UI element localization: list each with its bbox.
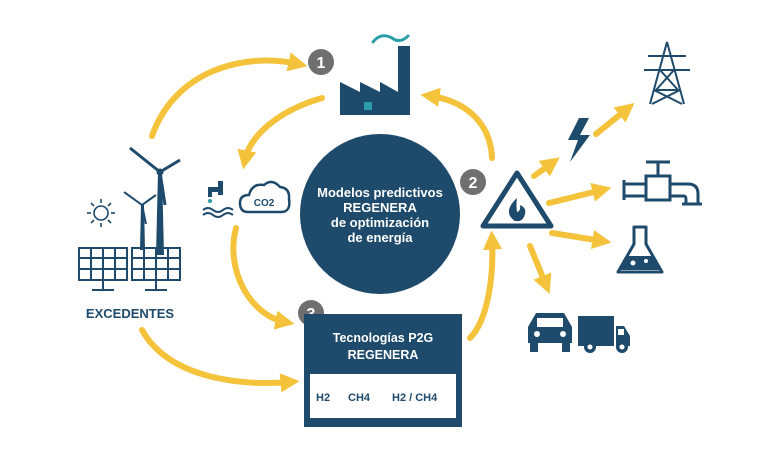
step-badge-1: 1	[308, 49, 334, 75]
p2g-box: Tecnologías P2G REGENERA H2 CH4 H2 / CH4	[304, 314, 462, 427]
car-icon	[528, 313, 572, 352]
wind-turbine-icon	[129, 146, 181, 255]
factory-icon	[340, 34, 410, 115]
p2g-gas-h2: H2	[316, 392, 330, 404]
flammable-hazard-icon	[480, 170, 554, 229]
arrow-p2g-to-hazard	[467, 230, 503, 341]
arrow-hazard-to-lightning	[531, 157, 560, 179]
wind-turbine-small-icon	[123, 191, 157, 250]
water-tap-icon	[202, 181, 234, 218]
center-text-line4: de energía	[347, 230, 413, 245]
arrow-lightning-to-tower	[593, 102, 635, 137]
co2-label: CO2	[254, 198, 275, 209]
step-badge-1-label: 1	[317, 55, 326, 72]
flame-icon	[508, 198, 526, 222]
arrow-hazard-to-flask	[549, 230, 612, 249]
co2-cloud-icon: CO2	[238, 180, 291, 214]
truck-icon	[578, 316, 630, 353]
flow-arrows	[139, 52, 635, 393]
sun-icon	[87, 199, 115, 227]
step-badge-2-label: 2	[469, 175, 478, 192]
factory-window	[364, 102, 372, 110]
solar-panel-icon	[78, 247, 128, 291]
center-text-line3: de optimización	[331, 215, 429, 230]
arrow-hazard-to-factory	[420, 87, 495, 161]
arrow-excedentes-to-p2g	[139, 327, 300, 393]
solar-panel-icon	[131, 247, 181, 291]
gas-pipe-valve-icon	[622, 160, 702, 206]
center-text-line2: REGENERA	[343, 200, 417, 215]
p2g-title-line2: REGENERA	[348, 348, 419, 362]
smoke-icon	[371, 34, 410, 44]
center-text-line1: Modelos predictivos	[317, 185, 443, 200]
arrow-hazard-to-vehicles	[527, 243, 552, 294]
step-badge-2: 2	[460, 169, 486, 195]
p2g-gas-mix: H2 / CH4	[392, 392, 438, 404]
lightning-icon	[568, 118, 590, 162]
arrow-hazard-to-pipe	[546, 182, 612, 206]
p2g-title-line1: Tecnologías P2G	[333, 331, 434, 345]
power-tower-icon	[644, 41, 690, 105]
arrow-co2-to-p2g	[230, 225, 295, 330]
chemistry-flask-icon	[616, 225, 664, 274]
excedentes-label: EXCEDENTES	[86, 306, 174, 321]
center-circle: Modelos predictivos REGENERA de optimiza…	[300, 134, 460, 294]
arrow-factory-to-co2	[237, 95, 325, 170]
arrow-renewables-to-factory	[149, 52, 308, 139]
p2g-gas-ch4: CH4	[348, 392, 371, 404]
